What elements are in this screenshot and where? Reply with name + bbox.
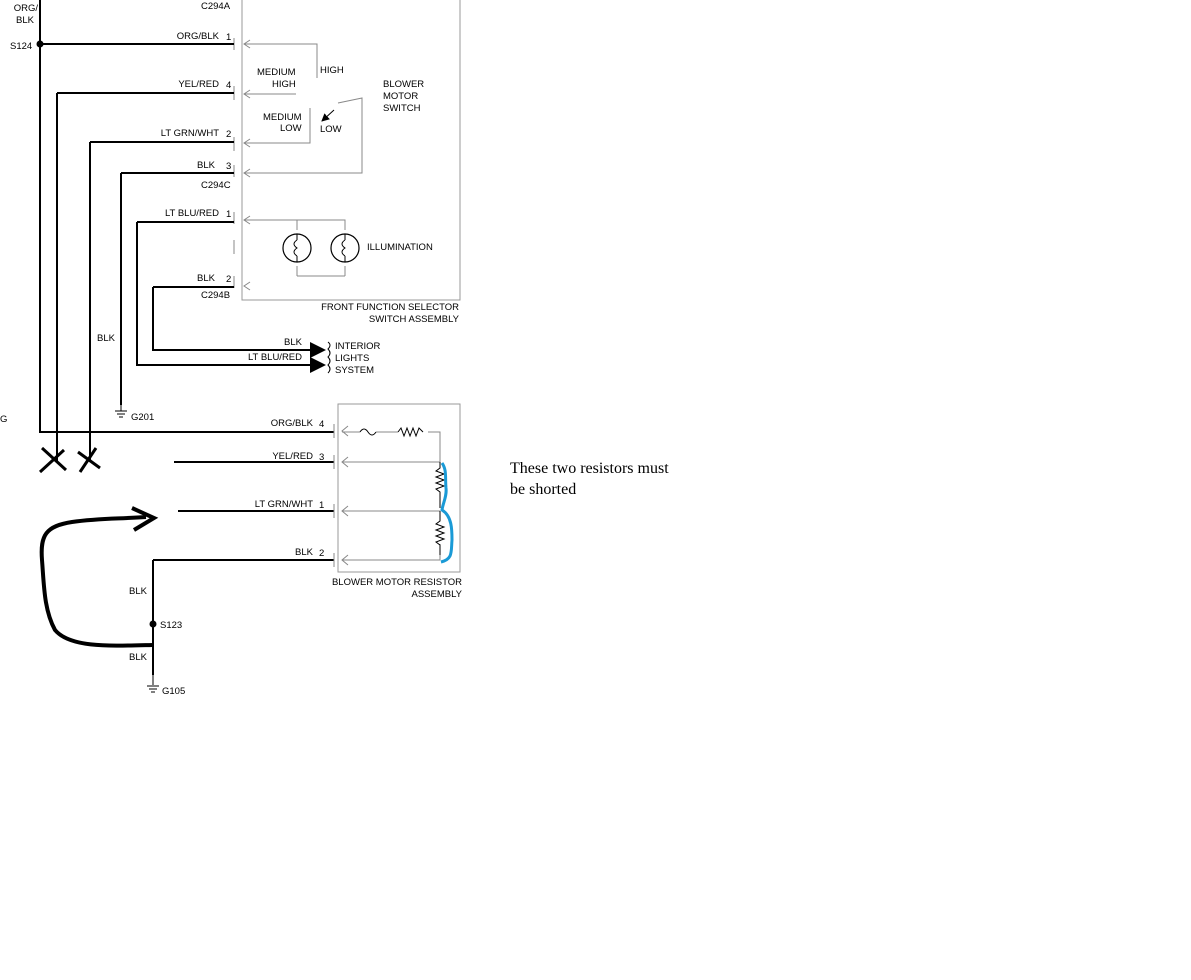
switch-wire-3-color: LT GRN/WHT [161,128,219,139]
connector-c294b: C294B [201,290,230,301]
illumination-label: ILLUMINATION [367,242,433,253]
resistor-wire-2-pin: 3 [319,452,324,463]
illum-wire-1-pin: 1 [226,209,231,220]
interior-lights-1: INTERIOR [335,341,381,352]
interior-wire-ltblu: LT BLU/RED [248,352,302,363]
illum-wire-2-color: BLK [197,273,216,284]
illumination-bulbs [244,219,360,277]
illum-wire-1-color: LT BLU/RED [165,208,219,219]
pos-medium-high-2: HIGH [272,79,296,90]
pos-medium-low-2: LOW [280,123,302,134]
switch-wire-4-color: BLK [197,160,216,171]
cut-marks [38,446,101,474]
blower-motor-switch-1: BLOWER [383,79,424,90]
switch-wires [39,0,334,462]
splice-s123-label: S123 [160,620,182,631]
resistor-internal [333,424,446,567]
interior-lights-3: SYSTEM [335,365,374,376]
connector-c294a: C294A [201,1,231,12]
blower-resistor-label-2: ASSEMBLY [411,589,462,600]
note-line-2: be shorted [510,481,577,498]
ground-g105-symbol [147,675,159,693]
note-line-1: These two resistors must [510,460,669,477]
resistor-wire-4-color: BLK [295,547,314,558]
pos-high: HIGH [320,65,344,76]
ground-wire-blk-upper: BLK [129,586,148,597]
connector-c294c: C294C [201,180,231,191]
vertical-blk-label: BLK [97,333,116,344]
pos-medium-high-1: MEDIUM [257,67,296,78]
switch-wire-4-pin: 3 [226,161,231,172]
splice-s123-dot [149,620,157,628]
ground-g201-label: G201 [131,412,154,423]
blower-resistor-label-1: BLOWER MOTOR RESISTOR [332,577,462,588]
ground-g105-label: G105 [162,686,185,697]
front-function-selector-1: FRONT FUNCTION SELECTOR [321,302,459,313]
switch-wire-3-pin: 2 [226,129,231,140]
interior-lights-brace [327,341,331,374]
switch-wire-1-color: ORG/BLK [177,31,220,42]
switch-wire-1-pin: 1 [226,32,231,43]
pos-medium-low-1: MEDIUM [263,112,302,123]
resistor-wire-3-color: LT GRN/WHT [255,499,313,510]
splice-s124-label: S124 [10,41,32,52]
interior-wire-blk: BLK [284,337,303,348]
resistor-wires [152,461,334,675]
blower-resistor-box [337,403,461,573]
interior-lights-2: LIGHTS [335,353,369,364]
front-function-selector-box [241,0,461,301]
hand-drawn-arrowhead [131,506,159,532]
splice-s124-dot [36,40,44,48]
resistor-wire-4-pin: 2 [319,548,324,559]
ground-g-label: G [0,414,7,425]
switch-wire-2-color: YEL/RED [178,79,219,90]
ground-g201-symbol [115,405,127,418]
resistor-wire-2-color: YEL/RED [272,451,313,462]
front-function-selector-2: SWITCH ASSEMBLY [369,314,460,325]
blower-motor-switch-2: MOTOR [383,91,418,102]
resistor-wire-1-pin: 4 [319,419,324,430]
resistor-wire-1-color: ORG/BLK [271,418,314,429]
short-annotation-line [440,462,454,564]
hand-drawn-arrow [39,515,153,648]
ground-wire-blk-lower: BLK [129,652,148,663]
annotation-note: These two resistors must be shorted [510,458,750,500]
top-left-wire-line1: ORG/ [14,3,39,14]
blower-motor-switch-3: SWITCH [383,103,421,114]
illum-wire-2-pin: 2 [226,274,231,285]
switch-wire-2-pin: 4 [226,80,231,91]
top-left-wire-line2: BLK [16,15,35,26]
pos-low: LOW [320,124,342,135]
resistor-wire-3-pin: 1 [319,500,324,511]
